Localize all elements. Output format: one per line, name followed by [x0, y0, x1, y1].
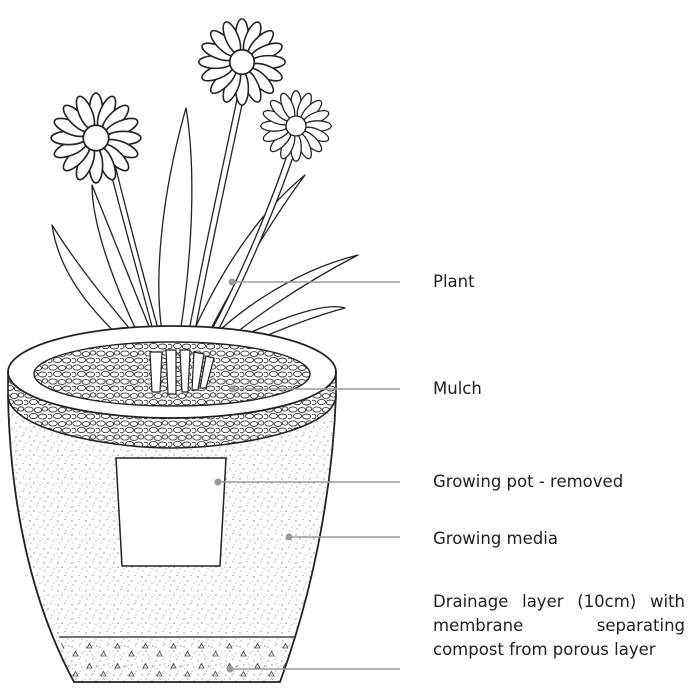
growing-pot-outline	[116, 458, 226, 566]
drainage-layer	[59, 637, 295, 682]
flower-left	[51, 93, 141, 183]
label-growing-media: Growing media	[433, 527, 558, 551]
leaf	[159, 108, 192, 358]
label-drainage-layer: Drainage layer (10cm) with membrane sepa…	[433, 590, 685, 662]
flower-right	[261, 91, 331, 161]
label-growing-pot: Growing pot - removed	[433, 470, 623, 494]
flower-top	[199, 19, 285, 105]
label-plant: Plant	[433, 270, 475, 294]
label-mulch: Mulch	[433, 377, 482, 401]
